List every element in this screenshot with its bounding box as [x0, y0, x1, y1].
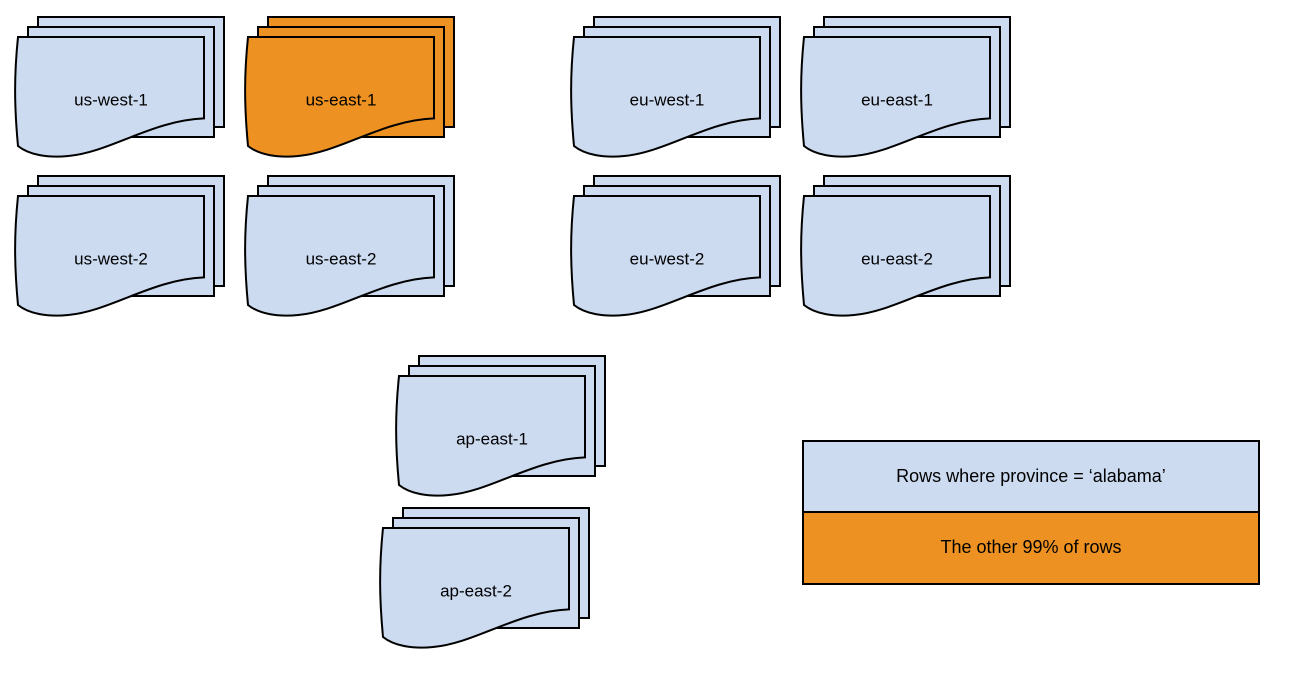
- document-stack-us-east-2[interactable]: us-east-2: [244, 175, 455, 317]
- document-label-eu-east-1: eu-east-1: [861, 90, 933, 109]
- document-front-us-east-2[interactable]: [244, 195, 435, 317]
- document-front-eu-west-2[interactable]: [570, 195, 761, 317]
- document-stack-eu-west-1[interactable]: eu-west-1: [570, 16, 781, 158]
- legend-label-orange: The other 99% of rows: [940, 537, 1122, 558]
- document-front-eu-east-1[interactable]: [800, 36, 991, 158]
- legend-label-blue: Rows where province = ‘alabama’: [896, 465, 1166, 486]
- document-front-ap-east-1[interactable]: [395, 375, 586, 497]
- document-front-us-west-2[interactable]: [14, 195, 205, 317]
- document-stack-eu-east-2[interactable]: eu-east-2: [800, 175, 1011, 317]
- document-label-eu-west-1: eu-west-1: [630, 90, 705, 109]
- legend: Rows where province = ‘alabama’ The othe…: [802, 440, 1260, 585]
- document-label-us-east-2: us-east-2: [306, 249, 377, 268]
- legend-row-blue: Rows where province = ‘alabama’: [804, 442, 1258, 513]
- document-label-eu-east-2: eu-east-2: [861, 249, 933, 268]
- document-stack-ap-east-1[interactable]: ap-east-1: [395, 355, 606, 497]
- document-stack-ap-east-2[interactable]: ap-east-2: [379, 507, 590, 649]
- document-front-us-west-1[interactable]: [14, 36, 205, 158]
- document-stack-us-east-1[interactable]: us-east-1: [244, 16, 455, 158]
- document-label-us-west-2: us-west-2: [74, 249, 148, 268]
- document-label-ap-east-1: ap-east-1: [456, 429, 528, 448]
- document-front-ap-east-2[interactable]: [379, 527, 570, 649]
- document-stack-eu-east-1[interactable]: eu-east-1: [800, 16, 1011, 158]
- document-label-eu-west-2: eu-west-2: [630, 249, 705, 268]
- document-stack-us-west-2[interactable]: us-west-2: [14, 175, 225, 317]
- document-front-eu-east-2[interactable]: [800, 195, 991, 317]
- document-label-us-east-1: us-east-1: [306, 90, 377, 109]
- document-label-ap-east-2: ap-east-2: [440, 581, 512, 600]
- document-label-us-west-1: us-west-1: [74, 90, 148, 109]
- document-front-us-east-1[interactable]: [244, 36, 435, 158]
- document-front-eu-west-1[interactable]: [570, 36, 761, 158]
- document-stack-us-west-1[interactable]: us-west-1: [14, 16, 225, 158]
- document-stack-eu-west-2[interactable]: eu-west-2: [570, 175, 781, 317]
- legend-row-orange: The other 99% of rows: [804, 512, 1258, 583]
